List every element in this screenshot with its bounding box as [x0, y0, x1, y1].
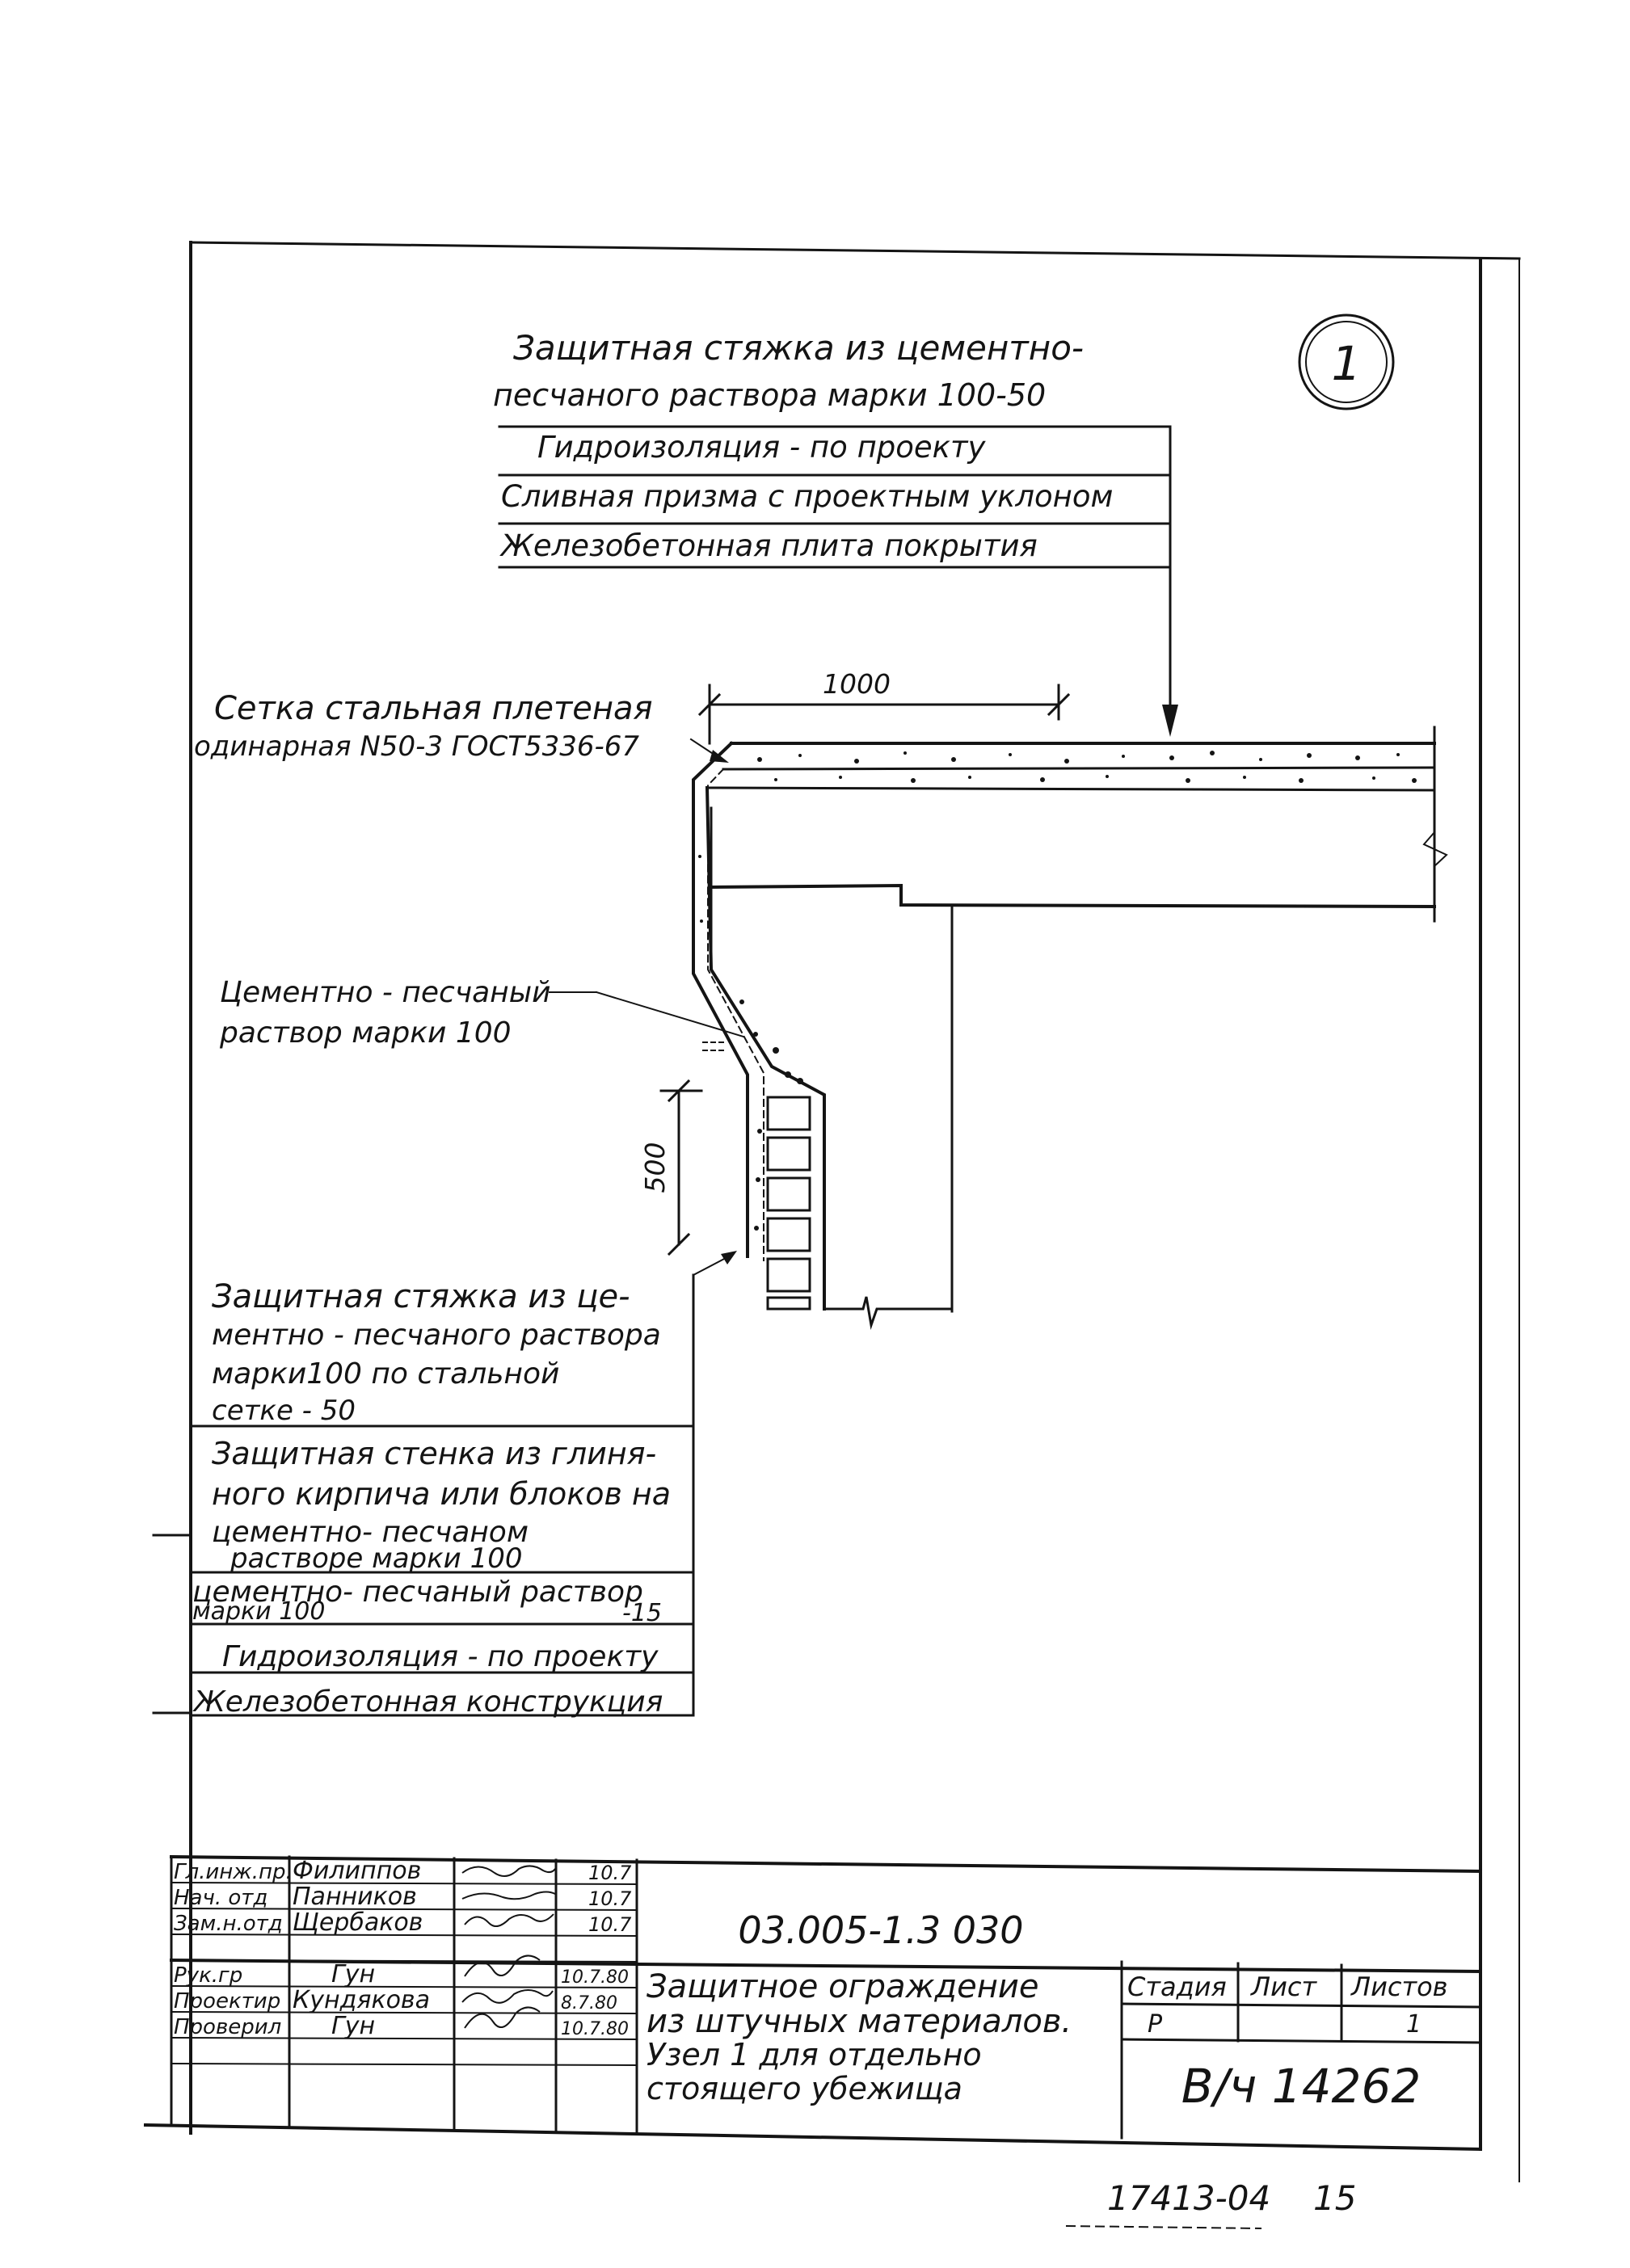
- mortar-label-line2: раствор марки 100: [219, 1016, 512, 1050]
- wall-layer-2-line2: ного кирпича или блоков на: [212, 1476, 671, 1512]
- stage-value: Р: [1148, 2010, 1163, 2039]
- sig-name-2: Панников: [293, 1883, 417, 1911]
- wall-layer-2-line3: цементно- песчаном: [212, 1516, 529, 1549]
- page-number: 15: [1313, 2178, 1356, 2218]
- mortar-callout: Цементно - песчаный раствор марки 100: [219, 976, 745, 1050]
- sig-date-2: 10.7: [588, 1887, 632, 1910]
- wall-layer-2-line1: Защитная стенка из глиня-: [212, 1436, 656, 1471]
- wall-layer-2-line4: растворе марки 100: [230, 1542, 522, 1575]
- wall-layer-5: Железобетонная конструкция: [192, 1685, 663, 1719]
- sheets-value: 1: [1406, 2010, 1422, 2039]
- title-block: Гл.инж.пр. Филиппов 10.7 Нач. отд Панник…: [169, 1854, 1483, 2140]
- sig-role-5: Проектир: [174, 1989, 280, 2013]
- wall-layer-1-line3: марки100 по стальной: [212, 1357, 559, 1391]
- wall-layer-1-line1: Защитная стяжка из це-: [212, 1278, 630, 1315]
- sig-date-6: 10.7.80: [561, 2019, 629, 2039]
- drawing-title-line4: стоящего убежища: [647, 2071, 962, 2106]
- wall-section: [692, 741, 954, 1330]
- mortar-label-line1: Цементно - песчаный: [220, 976, 551, 1009]
- sig-role-6: Проверил: [174, 2015, 281, 2039]
- detail-number: 1: [1332, 336, 1362, 391]
- dimension-vertical: 500: [639, 1079, 703, 1256]
- roof-slab: [705, 726, 1448, 923]
- wall-layer-3-line1: цементно- песчаный раствор: [192, 1576, 643, 1609]
- mesh-callout: Сетка стальная плетеная одинарная N50-3 …: [194, 690, 729, 763]
- mesh-label-line1: Сетка стальная плетеная: [214, 690, 653, 727]
- dimension-500-label: 500: [639, 1142, 671, 1193]
- sig-role-1: Гл.инж.пр.: [174, 1860, 293, 1884]
- sig-date-1: 10.7: [588, 1862, 632, 1884]
- sig-date-4: 10.7.80: [561, 1967, 629, 1988]
- sig-role-4: Рук.гр: [174, 1963, 242, 1988]
- stage-header: Стадия: [1127, 1971, 1227, 2002]
- roof-layers-callout: Защитная стяжка из цементно- песчаного р…: [493, 328, 1178, 737]
- dimension-horizontal: 1000: [697, 668, 1071, 745]
- wall-layers-callout: Защитная стяжка из це- ментно - песчаног…: [189, 1251, 737, 1719]
- roof-layer-1-line2: песчаного раствора марки 100-50: [493, 377, 1046, 413]
- roof-layer-3: Сливная призма с проектным уклоном: [501, 479, 1113, 514]
- sig-date-5: 8.7.80: [561, 1993, 617, 2013]
- sig-name-4: Гун: [331, 1960, 375, 1988]
- drawing-title-line3: Узел 1 для отдельно: [647, 2037, 982, 2072]
- drawing-title-line1: Защитное ограждение: [647, 1968, 1039, 2005]
- mesh-label-line2: одинарная N50-3 ГОСТ5336-67: [194, 730, 639, 763]
- sig-name-5: Кундякова: [293, 1986, 430, 2014]
- wall-layer-3-line2: марки 100: [192, 1597, 325, 1626]
- sig-name-3: Щербаков: [293, 1908, 423, 1937]
- drawing-title-line2: из штучных материалов.: [647, 2003, 1072, 2040]
- roof-layer-2: Гидроизоляция - по проекту: [537, 430, 987, 465]
- archive-number: 17413-04: [1107, 2178, 1270, 2218]
- document-code: 03.005-1.3 030: [738, 1908, 1023, 1952]
- drawing-frame: [143, 241, 1521, 2182]
- roof-layer-1-line1: Защитная стяжка из цементно-: [513, 328, 1084, 368]
- sig-role-3: Зам.н.отд: [174, 1912, 283, 1936]
- dimension-1000-label: 1000: [823, 668, 891, 700]
- wall-layer-1-line2: ментно - песчаного раствора: [212, 1319, 661, 1352]
- detail-marker: 1: [1298, 313, 1395, 410]
- roof-layer-4: Железобетонная плита покрытия: [499, 528, 1038, 563]
- sheet-header: Лист: [1250, 1971, 1317, 2002]
- wall-layer-3-value: -15: [622, 1599, 662, 1627]
- sig-name-6: Гун: [331, 2012, 375, 2040]
- wall-layer-1-line4: сетке - 50: [212, 1395, 356, 1427]
- wall-layer-4: Гидроизоляция - по проекту: [222, 1640, 659, 1673]
- organization: В/ч 14262: [1181, 2059, 1422, 2114]
- sheets-header: Листов: [1350, 1971, 1448, 2002]
- footer: 17413-04 15: [1065, 2178, 1356, 2230]
- sig-role-2: Нач. отд: [174, 1886, 267, 1910]
- sig-date-3: 10.7: [588, 1913, 632, 1936]
- handwritten-signatures: [461, 1865, 556, 2029]
- sig-name-1: Филиппов: [293, 1857, 421, 1885]
